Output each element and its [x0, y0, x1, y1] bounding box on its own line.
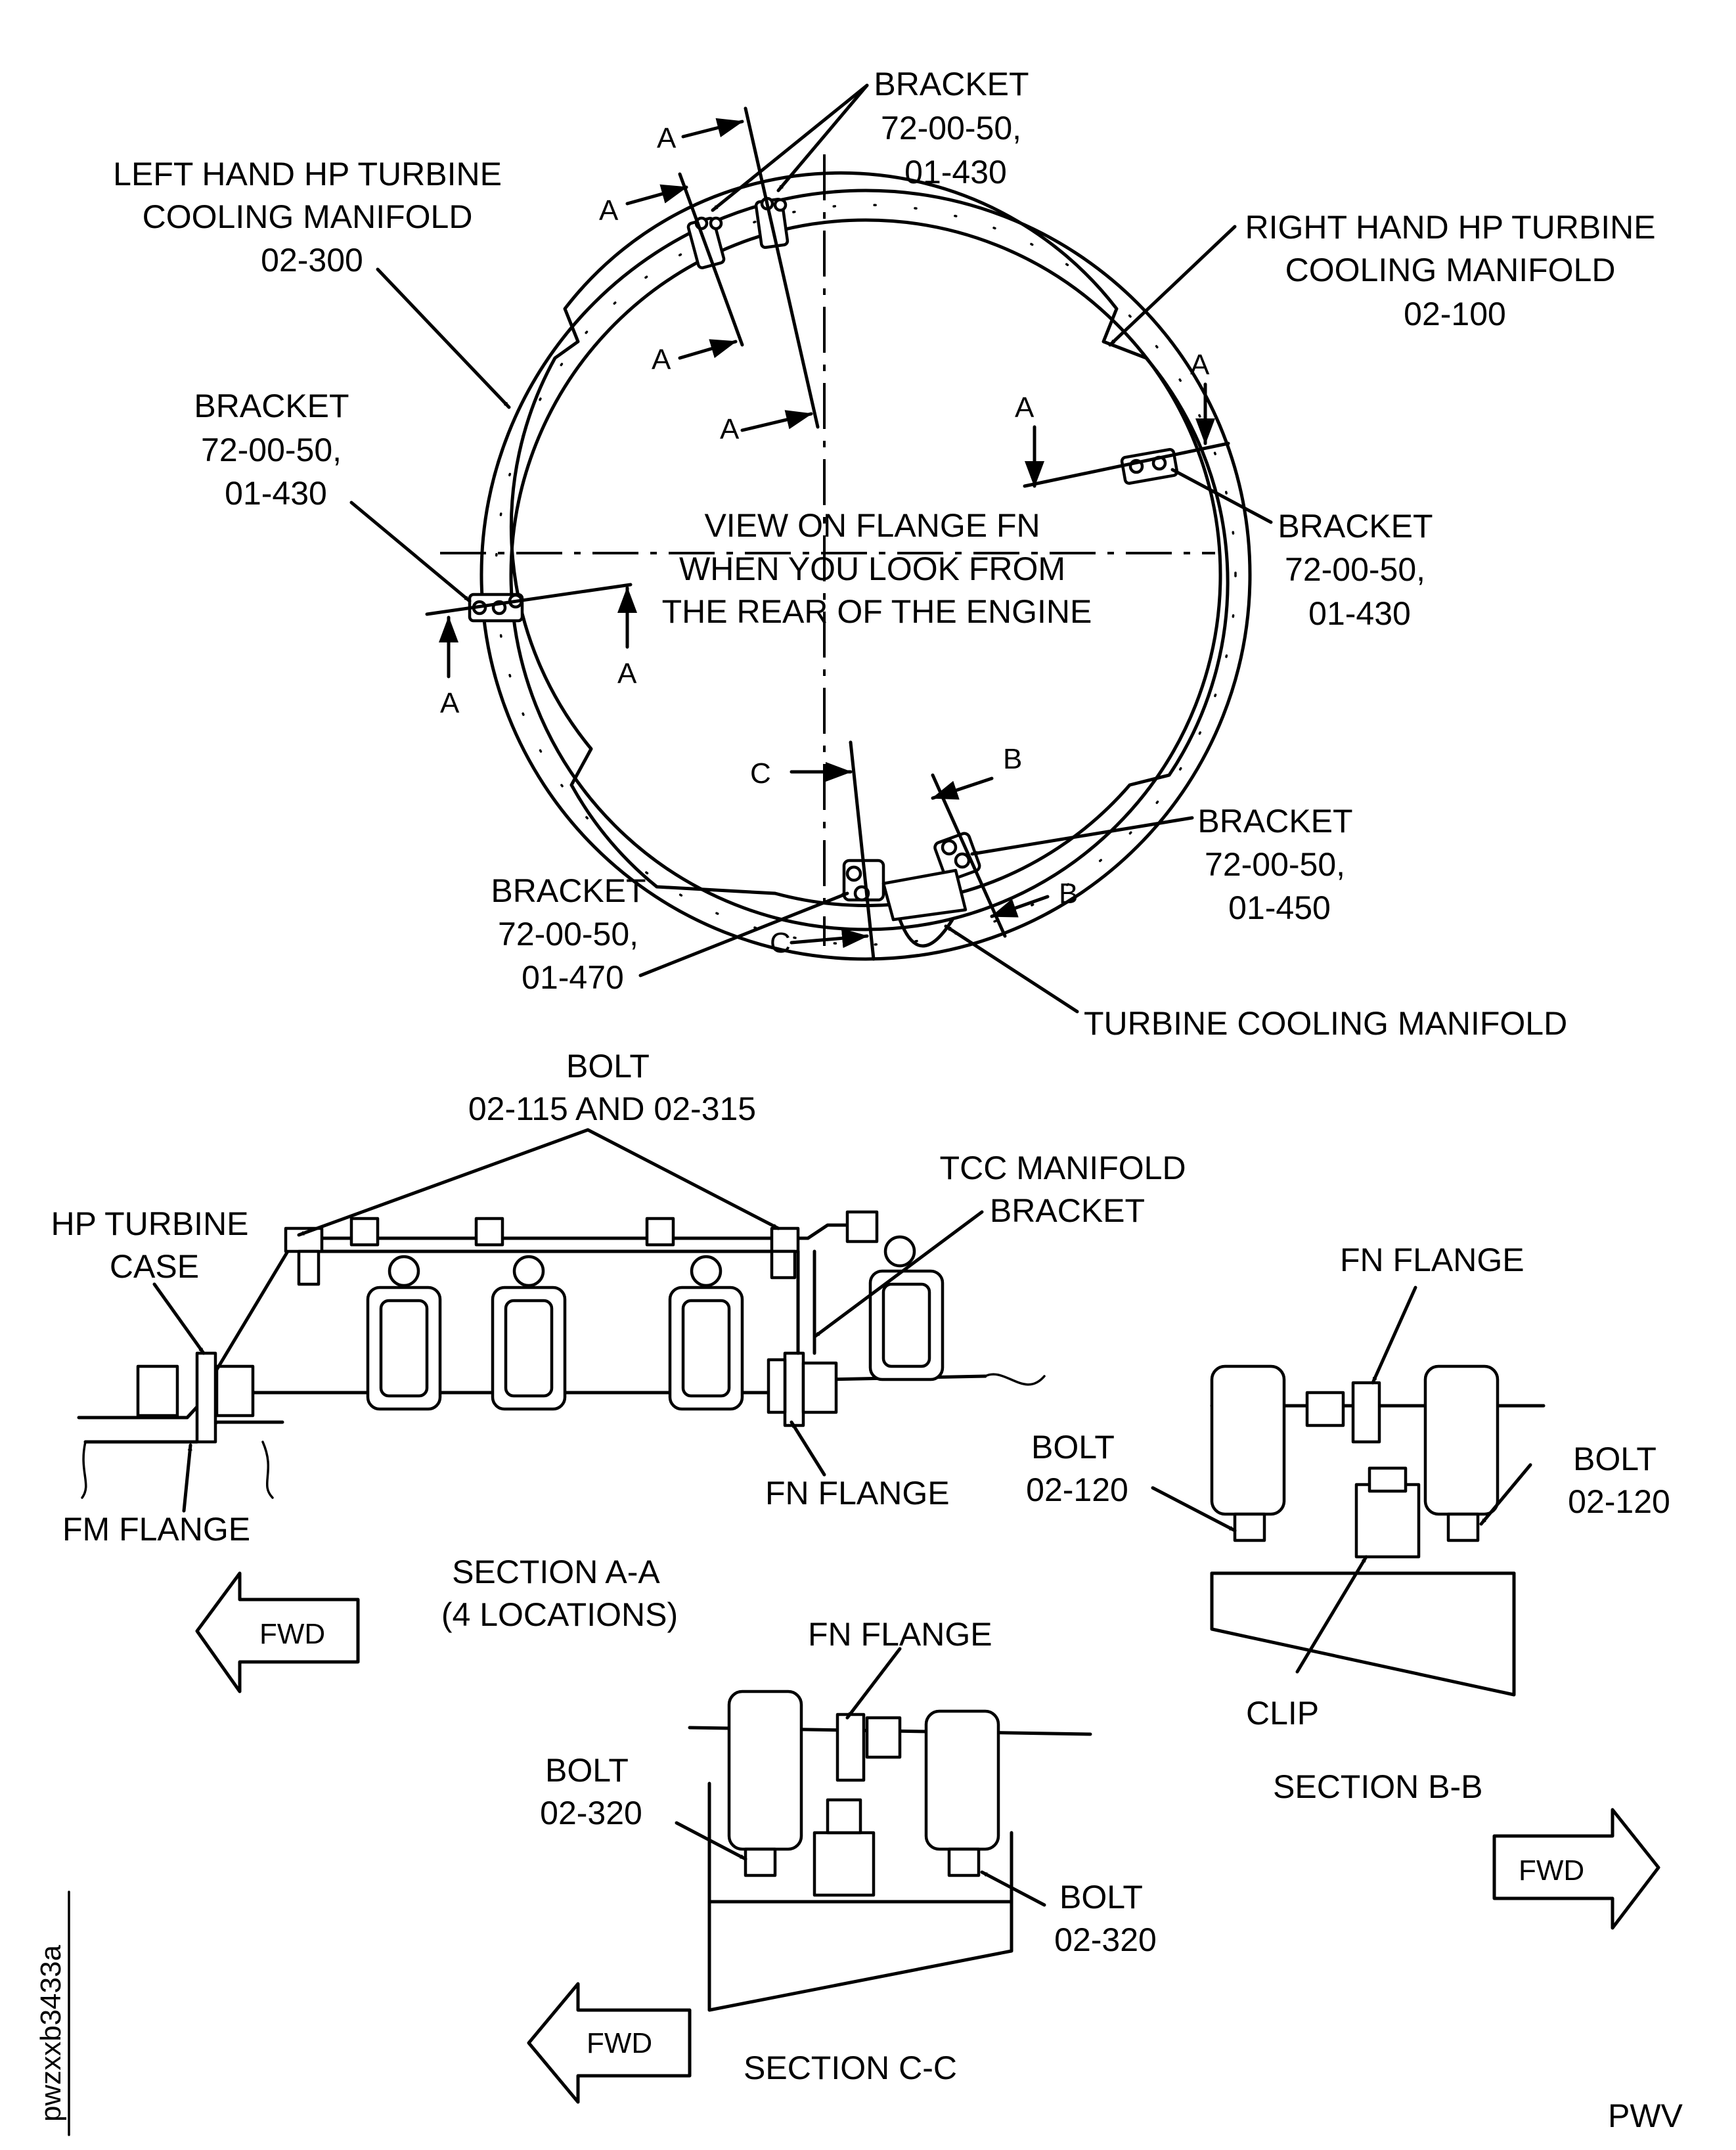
- cut-line-a-left: [425, 583, 633, 616]
- flange-outer-contour: [509, 171, 1230, 907]
- manifold-tube: [1210, 1364, 1286, 1516]
- bolt-02-315-head: [770, 1226, 800, 1253]
- left-manifold-label: LEFT HAND HP TURBINE COOLING MANIFOLD 02…: [113, 156, 511, 279]
- view-arrow-a: [678, 339, 738, 360]
- view-arrow-a: [625, 184, 688, 206]
- section-a-bolt-label: BOLT 02-115 AND 02-315: [468, 1048, 756, 1127]
- bolt-head: [826, 1798, 862, 1835]
- fwd-arrow-left-a: FWD: [195, 1571, 360, 1693]
- bolt-02-115-head: [349, 1217, 380, 1247]
- view-letter-c: C: [770, 927, 791, 959]
- fwd-label: FWD: [1519, 1854, 1584, 1887]
- fn-flange-plate: [835, 1713, 866, 1782]
- view-letter-a: A: [599, 194, 619, 227]
- fwd-arrow-left-c: FWD: [527, 1982, 692, 2104]
- section-b-b: [1151, 1286, 1546, 1697]
- section-a-title: SECTION A-A (4 LOCATIONS): [441, 1554, 678, 1633]
- manifold-tube: [1423, 1364, 1500, 1516]
- bolt-02-120-nut: [1446, 1512, 1480, 1542]
- view-arrow-a: [740, 410, 813, 432]
- cut-line-c: [849, 740, 876, 961]
- right-manifold-label: RIGHT HAND HP TURBINE COOLING MANIFOLD 0…: [1245, 209, 1664, 332]
- bottom-right-bracket-label: BRACKET 72-00-50, 01-450: [1197, 803, 1361, 926]
- view-arrow-a: [681, 118, 744, 139]
- section-c-c: [675, 1647, 1092, 2012]
- bolt-02-315-head: [845, 1210, 879, 1243]
- bottom-left-bracket-label: BRACKET 72-00-50, 01-470: [491, 872, 654, 996]
- manifold-tube: [924, 1709, 1000, 1851]
- section-b-title: SECTION B-B: [1273, 1768, 1482, 1805]
- cut-line-a-right: [1023, 441, 1230, 488]
- turbine-cooling-manifold-body: [881, 868, 968, 948]
- view-letter-b: B: [1003, 743, 1022, 775]
- bolt-02-320-nut: [744, 1847, 777, 1877]
- view-letter-a: A: [617, 658, 637, 690]
- fn-flange-label: FN FLANGE: [808, 1616, 992, 1653]
- corner-code: PWV: [1608, 2097, 1683, 2134]
- view-letter-a: A: [657, 122, 677, 154]
- view-arrow-b: [931, 776, 994, 800]
- view-arrow-b: [990, 895, 1050, 918]
- fwd-label: FWD: [587, 2027, 652, 2059]
- manifold-tube: [727, 1690, 803, 1851]
- bolt-head: [215, 1364, 255, 1418]
- fn-flange-plate: [783, 1351, 805, 1427]
- fwd-label: FWD: [259, 1618, 325, 1650]
- fm-flange-plate: [195, 1351, 217, 1444]
- view-letter-a: A: [652, 344, 671, 376]
- bolt-head: [767, 1358, 787, 1414]
- clip: [1354, 1483, 1421, 1559]
- bolt-head: [136, 1364, 179, 1418]
- bolt-02-320-label: BOLT 02-320: [1054, 1879, 1157, 1958]
- section-a-a: [77, 1128, 1046, 1513]
- view-letter-a: A: [720, 413, 740, 445]
- fwd-arrow-right-b: FWD: [1492, 1808, 1660, 1930]
- view-letter-a: A: [440, 687, 460, 719]
- view-letter-b: B: [1059, 878, 1078, 910]
- bolt-02-115-nut: [297, 1249, 321, 1286]
- bolt-02-120-nut: [1233, 1512, 1266, 1542]
- flange-ring-view: [349, 83, 1273, 1014]
- labels: BRACKET 72-00-50, 01-430 LEFT HAND HP TU…: [35, 66, 1683, 2136]
- top-bracket-label: BRACKET 72-00-50, 01-430: [874, 66, 1037, 190]
- fn-flange-plate: [1351, 1381, 1381, 1444]
- bolt-head: [865, 1716, 902, 1759]
- tcc-bracket-label: TCC MANIFOLD BRACKET: [940, 1150, 1195, 1229]
- view-letter-c: C: [750, 757, 771, 790]
- right-bracket-label: BRACKET 72-00-50, 01-430: [1278, 508, 1441, 632]
- bolt-head: [1368, 1466, 1408, 1493]
- cut-line-a-top-1: [678, 172, 744, 347]
- bolt-02-115-head: [645, 1217, 675, 1247]
- flange-ring-outer: [479, 189, 1252, 961]
- bolt-head: [801, 1361, 838, 1414]
- clip-label: CLIP: [1246, 1695, 1319, 1732]
- bolt-02-315-nut: [770, 1249, 797, 1280]
- bolt-02-120-label: BOLT 02-120: [1568, 1441, 1670, 1520]
- fm-flange-label: FM FLANGE: [62, 1511, 250, 1548]
- turbine-cooling-manifold-label: TURBINE COOLING MANIFOLD: [1084, 1005, 1567, 1042]
- flange-ring-mid: [495, 204, 1237, 946]
- bottom-right-bracket: [933, 832, 981, 882]
- view-letter-a: A: [1015, 392, 1035, 424]
- bolt-02-320-nut: [947, 1847, 981, 1877]
- bolt-02-320-label: BOLT 02-320: [540, 1752, 642, 1831]
- view-letter-a: A: [1190, 349, 1210, 381]
- bolt-head: [1305, 1391, 1345, 1427]
- fn-flange-label: FN FLANGE: [1340, 1242, 1525, 1278]
- figure-id: pwzxxb3433a: [35, 1944, 67, 2122]
- view-arrow-c: [790, 928, 869, 949]
- left-bracket-label: BRACKET 72-00-50, 01-430: [194, 388, 357, 512]
- cut-line-a-top-2: [744, 106, 820, 429]
- bolt-02-115-head: [474, 1217, 504, 1247]
- view-caption: VIEW ON FLANGE FN WHEN YOU LOOK FROM THE…: [662, 507, 1092, 630]
- clip: [812, 1831, 876, 1897]
- hp-case-label: HP TURBINE CASE: [51, 1205, 258, 1285]
- bolt-02-120-label: BOLT 02-120: [1026, 1429, 1128, 1508]
- section-c-title: SECTION C-C: [744, 2049, 957, 2086]
- fn-flange-label: FN FLANGE: [765, 1475, 950, 1512]
